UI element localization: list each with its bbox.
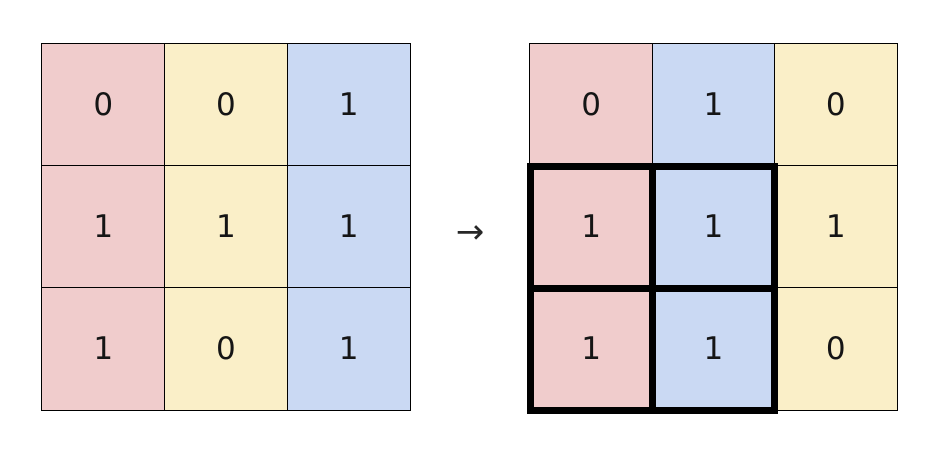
cell-value: 1 [338, 208, 359, 245]
input-matrix-cell-r0-c2: 1 [286, 43, 411, 167]
output-matrix-cell-r1-c1: 1 [651, 165, 776, 289]
cell-value: 1 [703, 208, 724, 245]
output-matrix-cell-r0-c2: 0 [773, 43, 898, 167]
cell-value: 0 [825, 86, 846, 123]
cell-value: 0 [825, 330, 846, 367]
output-matrix-cell-r2-c2: 0 [773, 287, 898, 411]
cell-value: 1 [338, 330, 359, 367]
input-matrix-cell-r1-c1: 1 [163, 165, 289, 289]
input-matrix-cell-r0-c1: 0 [163, 43, 289, 167]
output-matrix-cell-r0-c0: 0 [529, 43, 654, 167]
cell-value: 0 [216, 86, 236, 123]
output-matrix-cell-r1-c0: 1 [529, 165, 654, 289]
cell-value: 1 [825, 208, 846, 245]
cell-value: 1 [93, 208, 114, 245]
rightwards-arrow-icon: → [455, 212, 485, 252]
output-matrix-cell-r1-c2: 1 [773, 165, 898, 289]
cell-value: 0 [216, 330, 236, 367]
cell-value: 1 [338, 86, 359, 123]
output-matrix-cell-r2-c1: 1 [651, 287, 776, 411]
cell-value: 1 [216, 208, 236, 245]
output-matrix-cell-r0-c1: 1 [651, 43, 776, 167]
output-matrix-grid: 0 1 0 1 1 1 1 1 0 [529, 43, 898, 411]
input-matrix-cell-r2-c0: 1 [41, 287, 166, 411]
input-matrix-cell-r0-c0: 0 [41, 43, 166, 167]
cell-value: 1 [581, 208, 602, 245]
cell-value: 1 [581, 330, 602, 367]
input-matrix-cell-r1-c0: 1 [41, 165, 166, 289]
output-matrix-cell-r2-c0: 1 [529, 287, 654, 411]
cell-value: 0 [581, 86, 602, 123]
cell-value: 1 [703, 330, 724, 367]
cell-value: 0 [93, 86, 114, 123]
cell-value: 1 [93, 330, 114, 367]
input-matrix-grid: 0 0 1 1 1 1 1 0 1 [41, 43, 411, 411]
input-matrix-cell-r1-c2: 1 [286, 165, 411, 289]
input-matrix-cell-r2-c2: 1 [286, 287, 411, 411]
input-matrix-cell-r2-c1: 0 [163, 287, 289, 411]
cell-value: 1 [703, 86, 724, 123]
